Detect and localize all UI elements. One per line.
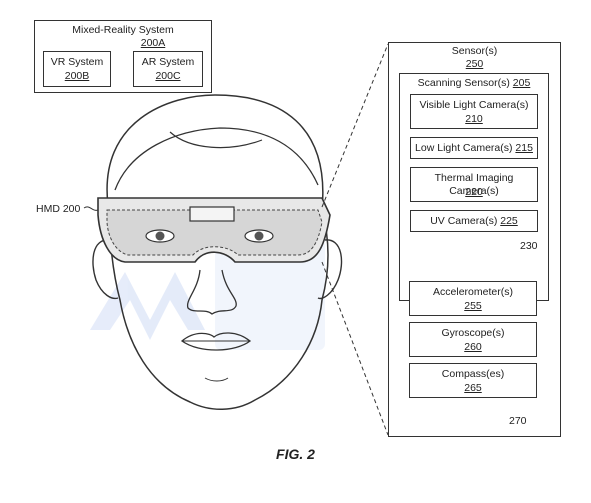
right-ear (317, 239, 343, 300)
mouth (180, 332, 252, 351)
chin-line (204, 377, 229, 382)
hair-strand (169, 131, 263, 149)
low-light-camera-box: Low Light Camera(s) 215 (410, 137, 538, 159)
hmd-label: HMD 200 (36, 203, 81, 215)
ar-system-box: AR System 200C (133, 51, 203, 87)
sensors-title: Sensor(s) (451, 45, 498, 57)
gyroscope-title: Gyroscope(s) (441, 327, 505, 339)
hairline (114, 127, 319, 191)
visible-light-camera-box: Visible Light Camera(s) 210 (410, 94, 538, 129)
gyroscope-box: Gyroscope(s) 260 (409, 322, 537, 357)
compass-ref: 265 (464, 382, 482, 394)
accelerometer-ref: 255 (464, 300, 482, 312)
accelerometer-box: Accelerometer(s) 255 (409, 281, 537, 316)
scanning-sensors-heading: Scanning Sensor(s) 205 (417, 77, 531, 89)
compass-box: Compass(es) 265 (409, 363, 537, 398)
figure-label: FIG. 2 (276, 446, 315, 462)
sensors-ref: 250 (465, 58, 484, 70)
vr-system-ref: 200B (64, 70, 90, 82)
sensors-more-ref: 270 (509, 415, 527, 427)
watermark-logo (90, 240, 325, 350)
vr-system-title: VR System (50, 56, 104, 68)
sensors-box: Sensor(s) 250 Scanning Sensor(s) 205 Vis… (388, 42, 561, 437)
low-light-camera-heading: Low Light Camera(s) 215 (415, 142, 533, 154)
left-ear (92, 239, 119, 300)
thermal-imaging-camera-ref: 220 (465, 186, 483, 198)
vr-system-box: VR System 200B (43, 51, 111, 87)
compass-title: Compass(es) (441, 368, 505, 380)
projection-line-top (321, 43, 389, 208)
mixed-reality-system-box: Mixed-Reality System 200A VR System 200B… (34, 20, 212, 93)
visible-light-camera-ref: 210 (465, 113, 483, 125)
head-outline (106, 94, 329, 410)
thermal-imaging-camera-box: Thermal Imaging Camera(s) 220 (410, 167, 538, 202)
uv-camera-box: UV Camera(s) 225 (410, 210, 538, 232)
ar-system-ref: 200C (155, 70, 181, 82)
uv-camera-heading: UV Camera(s) 225 (430, 215, 518, 227)
goggle-bridge (189, 206, 235, 222)
ar-system-title: AR System (141, 56, 195, 68)
accelerometer-title: Accelerometer(s) (433, 286, 513, 298)
mr-system-title: Mixed-Reality System (72, 24, 174, 36)
mr-system-ref: 200A (140, 37, 166, 49)
gyroscope-ref: 260 (464, 341, 482, 353)
scanning-sensors-box: Scanning Sensor(s) 205 Visible Light Cam… (399, 73, 549, 301)
thermal-imaging-camera-title: Thermal Imaging Camera(s) (434, 172, 514, 197)
projection-line-bottom (321, 261, 389, 436)
nose (186, 269, 237, 315)
goggle-lens (106, 209, 323, 256)
scanning-more-ref: 230 (520, 240, 538, 252)
visible-light-camera-title: Visible Light Camera(s) (419, 99, 529, 111)
